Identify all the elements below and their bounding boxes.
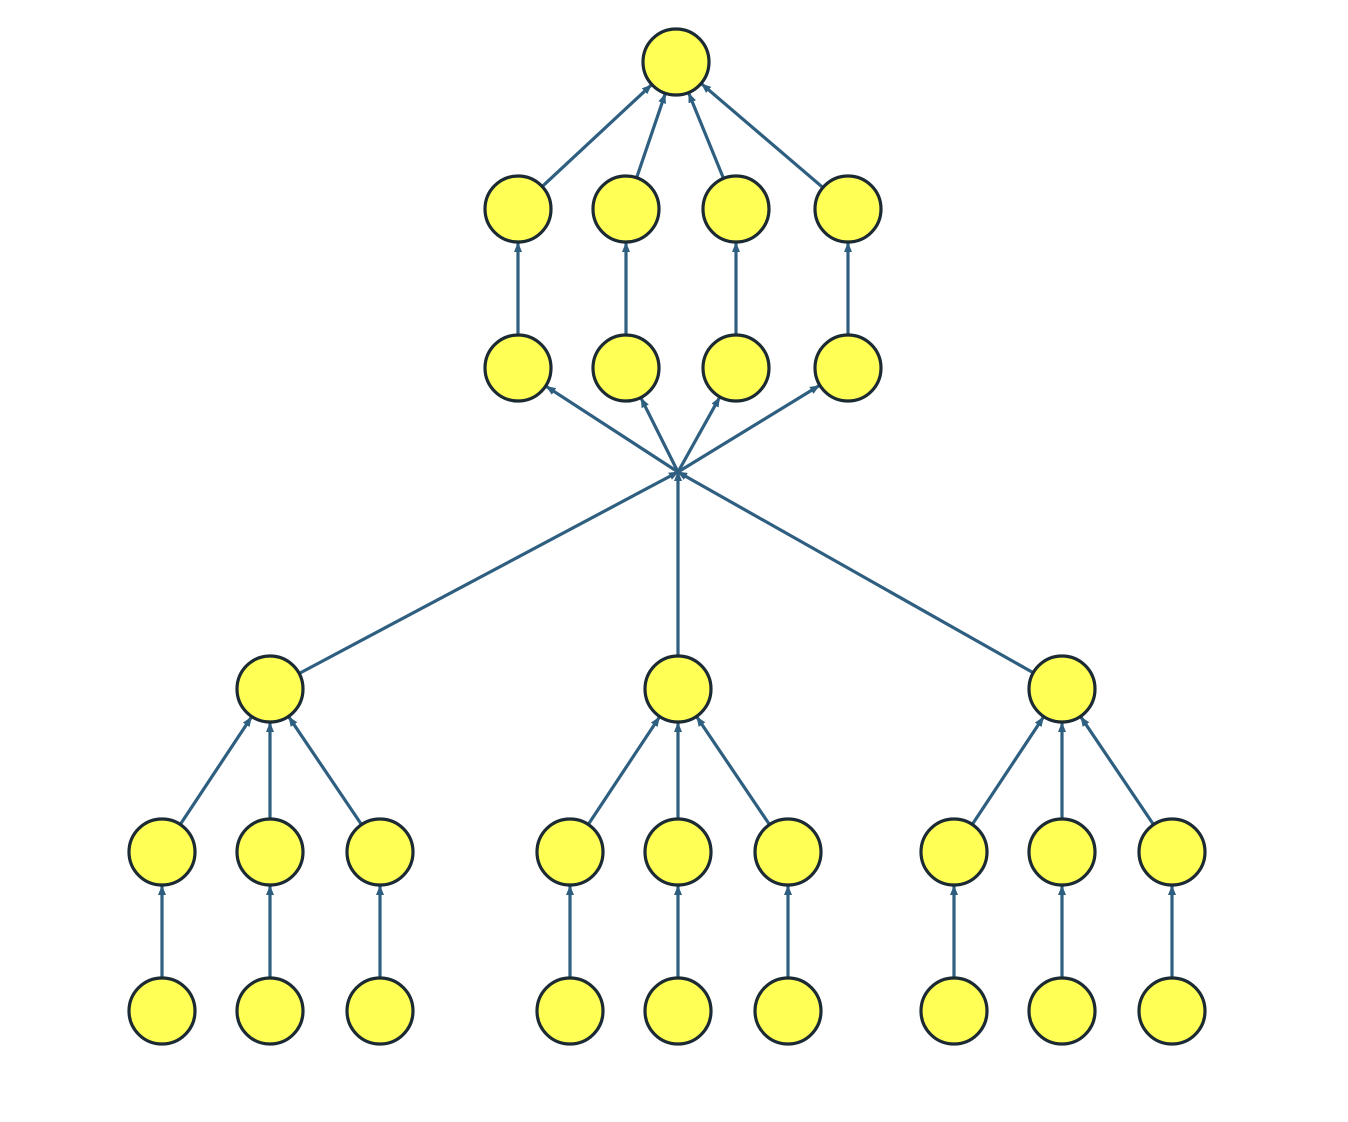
node-t1 xyxy=(483,174,553,244)
node-a5 xyxy=(643,817,713,887)
edge-g3-to-hub xyxy=(677,470,1035,675)
edge-hub-to-m2 xyxy=(639,397,680,473)
edges-layer xyxy=(158,82,1176,978)
edge-a4-to-g2 xyxy=(586,716,661,826)
edge-a3-to-g1 xyxy=(287,716,363,826)
node-m1 xyxy=(483,333,553,403)
edge-a1-to-g1 xyxy=(178,716,253,826)
node-b6 xyxy=(753,976,823,1046)
edge-t1-to-root xyxy=(541,83,653,188)
edge-a9-to-g3 xyxy=(1079,716,1155,826)
node-b1 xyxy=(127,976,197,1046)
node-a7 xyxy=(919,817,989,887)
node-g1 xyxy=(235,654,305,724)
node-b2 xyxy=(235,976,305,1046)
edge-hub-to-m3 xyxy=(676,396,721,473)
node-b3 xyxy=(345,976,415,1046)
node-b5 xyxy=(643,976,713,1046)
node-t4 xyxy=(813,174,883,244)
node-root xyxy=(641,27,711,97)
edge-a6-to-g2 xyxy=(695,716,771,826)
edge-hub-to-m1 xyxy=(545,385,679,474)
edge-t3-to-root xyxy=(687,92,726,180)
node-m2 xyxy=(591,333,661,403)
node-a9 xyxy=(1137,817,1207,887)
node-g2 xyxy=(643,654,713,724)
node-a2 xyxy=(235,817,305,887)
node-b9 xyxy=(1137,976,1207,1046)
node-b4 xyxy=(535,976,605,1046)
edge-t2-to-root xyxy=(635,93,667,179)
node-t2 xyxy=(591,174,661,244)
node-t3 xyxy=(701,174,771,244)
node-a8 xyxy=(1027,817,1097,887)
node-b7 xyxy=(919,976,989,1046)
edge-t4-to-root xyxy=(700,82,824,189)
node-m3 xyxy=(701,333,771,403)
node-a3 xyxy=(345,817,415,887)
node-b8 xyxy=(1027,976,1097,1046)
node-a6 xyxy=(753,817,823,887)
edge-a7-to-g3 xyxy=(970,716,1045,826)
node-g3 xyxy=(1027,654,1097,724)
edge-hub-to-m4 xyxy=(677,384,820,474)
node-a1 xyxy=(127,817,197,887)
nodes-layer xyxy=(127,27,1207,1046)
edge-g1-to-hub xyxy=(298,470,679,675)
node-a4 xyxy=(535,817,605,887)
node-m4 xyxy=(813,333,883,403)
